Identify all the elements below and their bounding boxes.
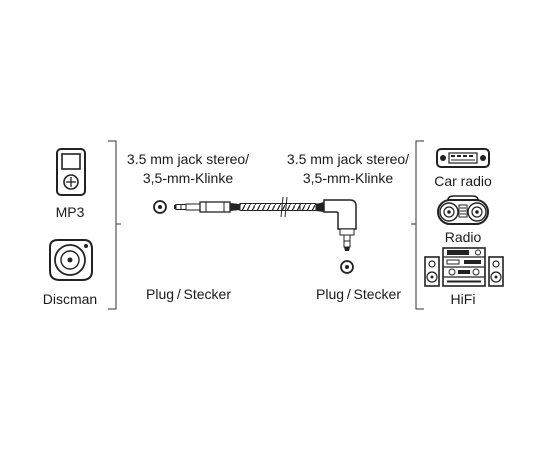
- device-label-car-radio: Car radio: [434, 173, 492, 189]
- device-label-radio: Radio: [444, 229, 482, 245]
- car-radio-icon: [436, 148, 490, 168]
- device-label-hifi: HiFi: [450, 291, 476, 307]
- cable-diagram: [153, 196, 357, 274]
- device-label-discman: Discman: [42, 291, 98, 307]
- radio-icon: [437, 195, 489, 225]
- device-label-mp3: MP3: [55, 204, 85, 220]
- angled-jack-plug-icon: [316, 199, 357, 251]
- straight-jack-plug-icon: [174, 201, 240, 213]
- mp3-player-icon: [56, 148, 86, 196]
- discman-icon: [49, 239, 93, 281]
- right-plug-label: Plug / Stecker: [316, 286, 401, 302]
- left-bracket: [108, 140, 121, 310]
- left-plug-indicator-icon: [153, 200, 167, 214]
- right-bracket: [411, 140, 424, 310]
- left-connector-title-line2: 3,5-mm-Klinke: [142, 170, 234, 186]
- right-connector-title-line2: 3,5-mm-Klinke: [302, 170, 394, 186]
- right-plug-indicator-icon: [340, 260, 354, 274]
- right-connector-title-line1: 3.5 mm jack stereo/: [286, 151, 410, 167]
- left-plug-label: Plug / Stecker: [146, 286, 231, 302]
- hifi-icon: [424, 247, 504, 287]
- left-connector-title-line1: 3.5 mm jack stereo/: [126, 151, 250, 167]
